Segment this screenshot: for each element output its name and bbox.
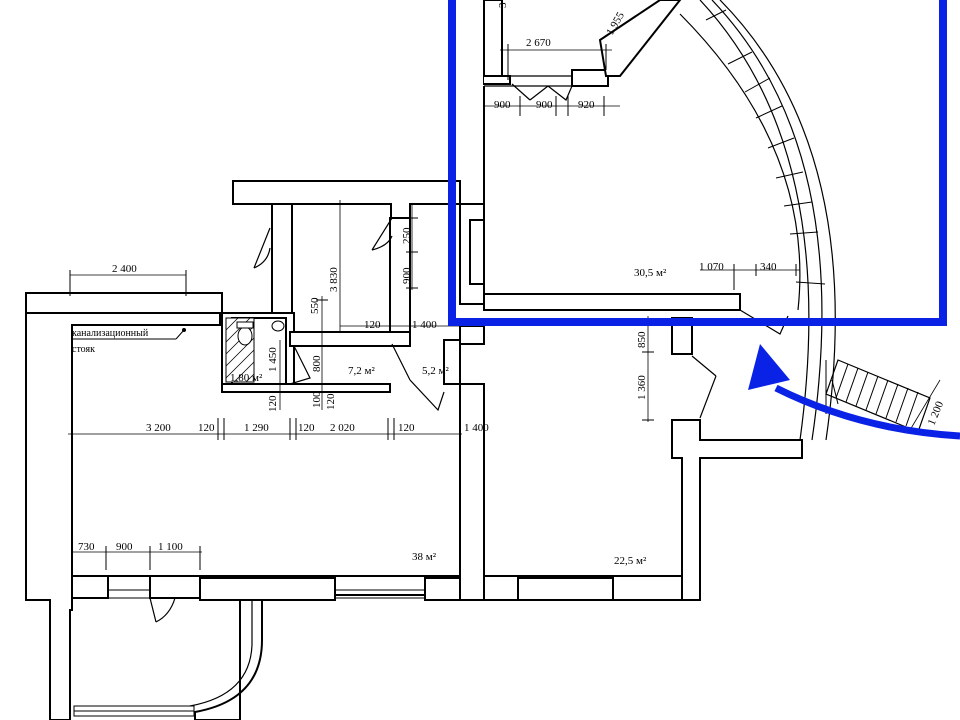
dim-1070: 1 070 [699,261,724,273]
dim-730: 730 [78,541,95,553]
toilet-fixtures [182,317,285,383]
dim-1400: 1 400 [464,422,489,434]
area-main-hall: 38 м² [412,551,437,563]
dim-250: 250 [401,227,413,244]
dim-3830: 3 830 [328,267,340,292]
note-line-1: канализационный [72,328,149,339]
dim-920: 920 [578,99,595,111]
dim-1400: 1 400 [412,319,437,331]
walls [25,0,931,720]
dim-2020: 2 020 [330,422,355,434]
dim-1200: 1 200 [926,399,947,427]
sink-icon [271,320,285,332]
dim-120: 120 [298,422,315,434]
dim-120: 120 [398,422,415,434]
dim-120: 120 [267,395,279,412]
riser-note: канализационный стояк [72,328,185,355]
dim-800: 800 [311,355,323,372]
dim-2670: 2 670 [526,37,551,49]
dim-550: 550 [309,297,321,314]
dim-120: 120 [198,422,215,434]
highlight-overlay [448,0,960,440]
dim-1450: 1 450 [267,347,279,372]
arrow-head-icon [748,344,790,390]
dim-850: 850 [636,331,648,348]
dim-120: 120 [325,393,337,410]
dim-1100: 1 100 [158,541,183,553]
area-corridor: 5,2 м² [422,365,449,377]
area-round-room: 30,5 м² [634,267,667,279]
curved-window-segments [705,9,826,285]
room-labels: 1,80 м² 7,2 м² 5,2 м² 38 м² 22,5 м² 30,5… [230,267,667,567]
dimension-lines [68,44,941,570]
dim-340: 340 [760,261,777,273]
dim-900: 900 [401,267,413,284]
dim-900: 900 [536,99,553,111]
dim-1360: 1 360 [636,375,648,400]
area-toilet: 1,80 м² [230,372,263,384]
dimension-labels: 2 400 3 200 120 1 290 120 2 020 120 1 40… [78,2,946,553]
dim-1290: 1 290 [244,422,269,434]
dim-2400: 2 400 [112,263,137,275]
dim-120: 120 [364,319,381,331]
dim-900: 900 [116,541,133,553]
toilet-icon [237,326,253,346]
dim-3200: 3 200 [146,422,171,434]
highlight-arrow [774,384,960,440]
note-line-2: стояк [72,344,95,355]
highlight-box [448,0,947,326]
dim-100: 100 [311,391,323,408]
dim-3: 3 [497,2,509,8]
area-small-room: 7,2 м² [348,365,375,377]
dim-900: 900 [494,99,511,111]
area-right-room: 22,5 м² [614,555,647,567]
